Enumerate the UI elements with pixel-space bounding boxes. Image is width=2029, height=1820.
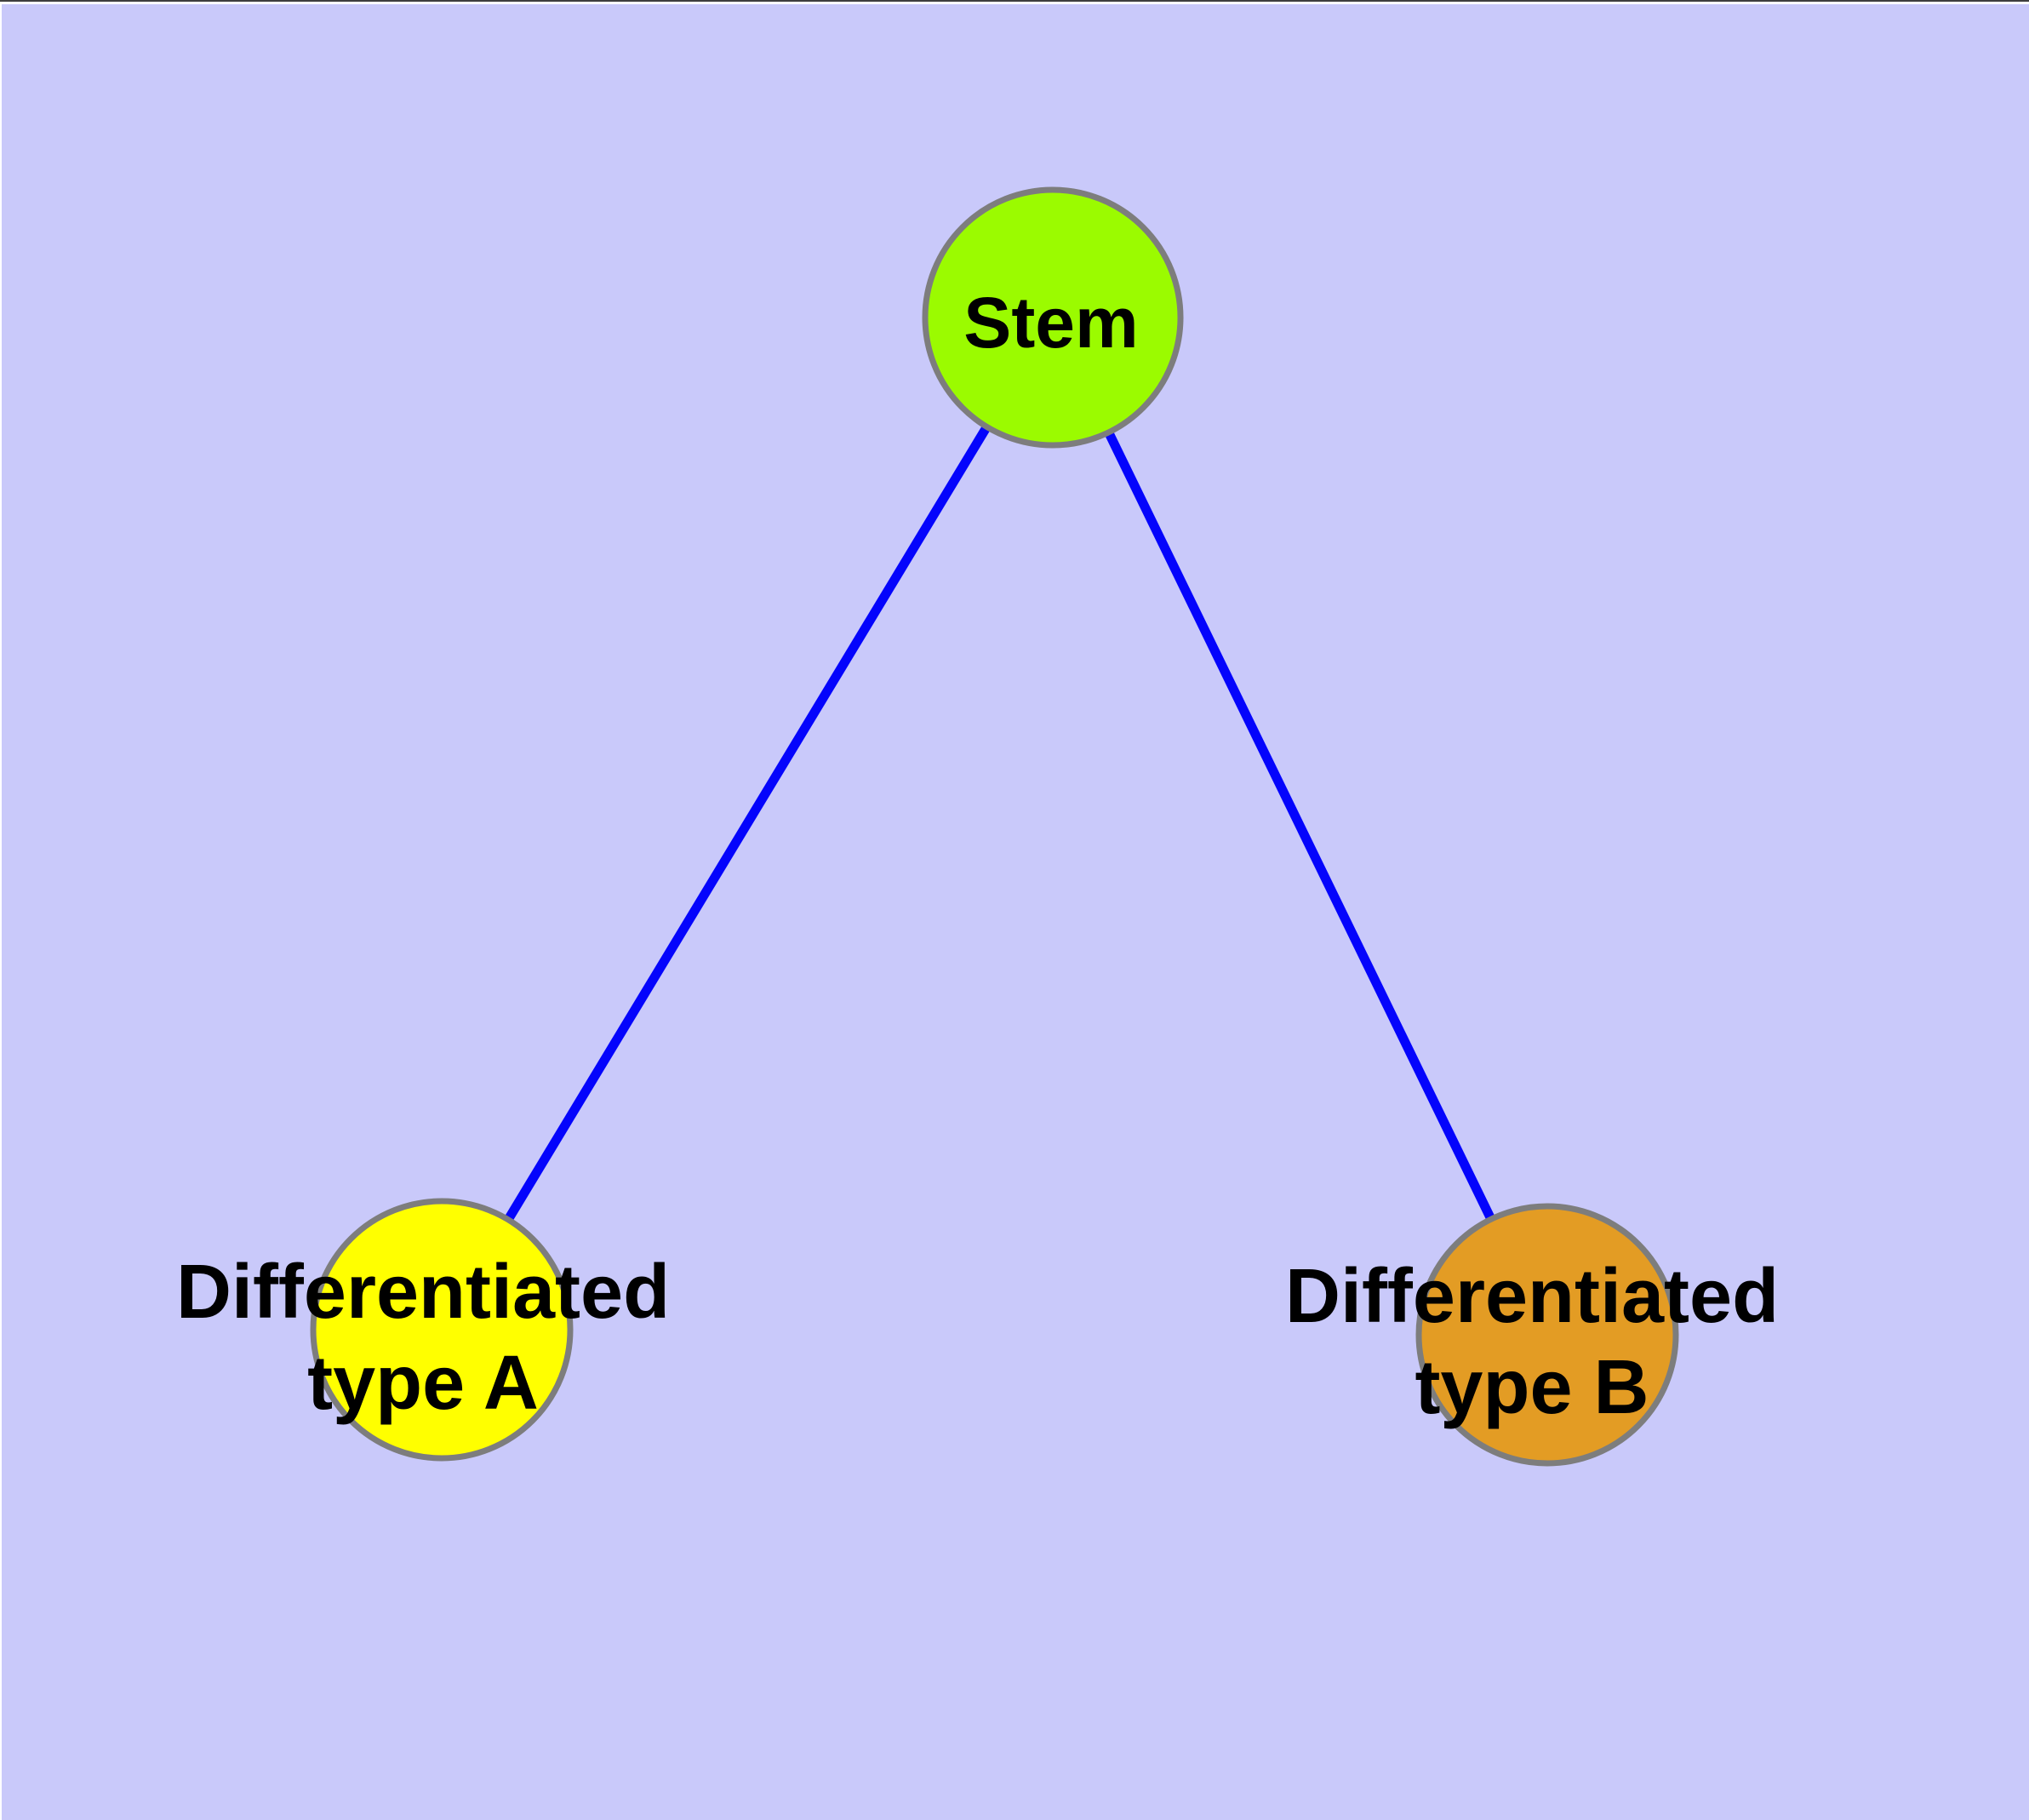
node-type-a-circle	[310, 1198, 574, 1462]
label-line: type B	[1415, 1345, 1649, 1430]
node-stem-circle	[922, 186, 1184, 449]
label-line: Differentiated	[1284, 1254, 1780, 1339]
node-type-b-label: Differentiated type B	[1285, 1251, 1779, 1434]
edge-stem-to-type-a	[437, 315, 1057, 1332]
node-stem-label: Stem	[963, 280, 1138, 365]
label-line: type A	[307, 1341, 539, 1426]
frame-top-line	[0, 0, 2029, 2]
node-type-b-circle	[1415, 1203, 1679, 1467]
node-type-a-label: Differentiated type A	[176, 1247, 670, 1429]
label-line: Stem	[963, 283, 1139, 363]
label-line: Differentiated	[175, 1250, 671, 1335]
edge-stem-to-type-b	[1049, 315, 1552, 1337]
